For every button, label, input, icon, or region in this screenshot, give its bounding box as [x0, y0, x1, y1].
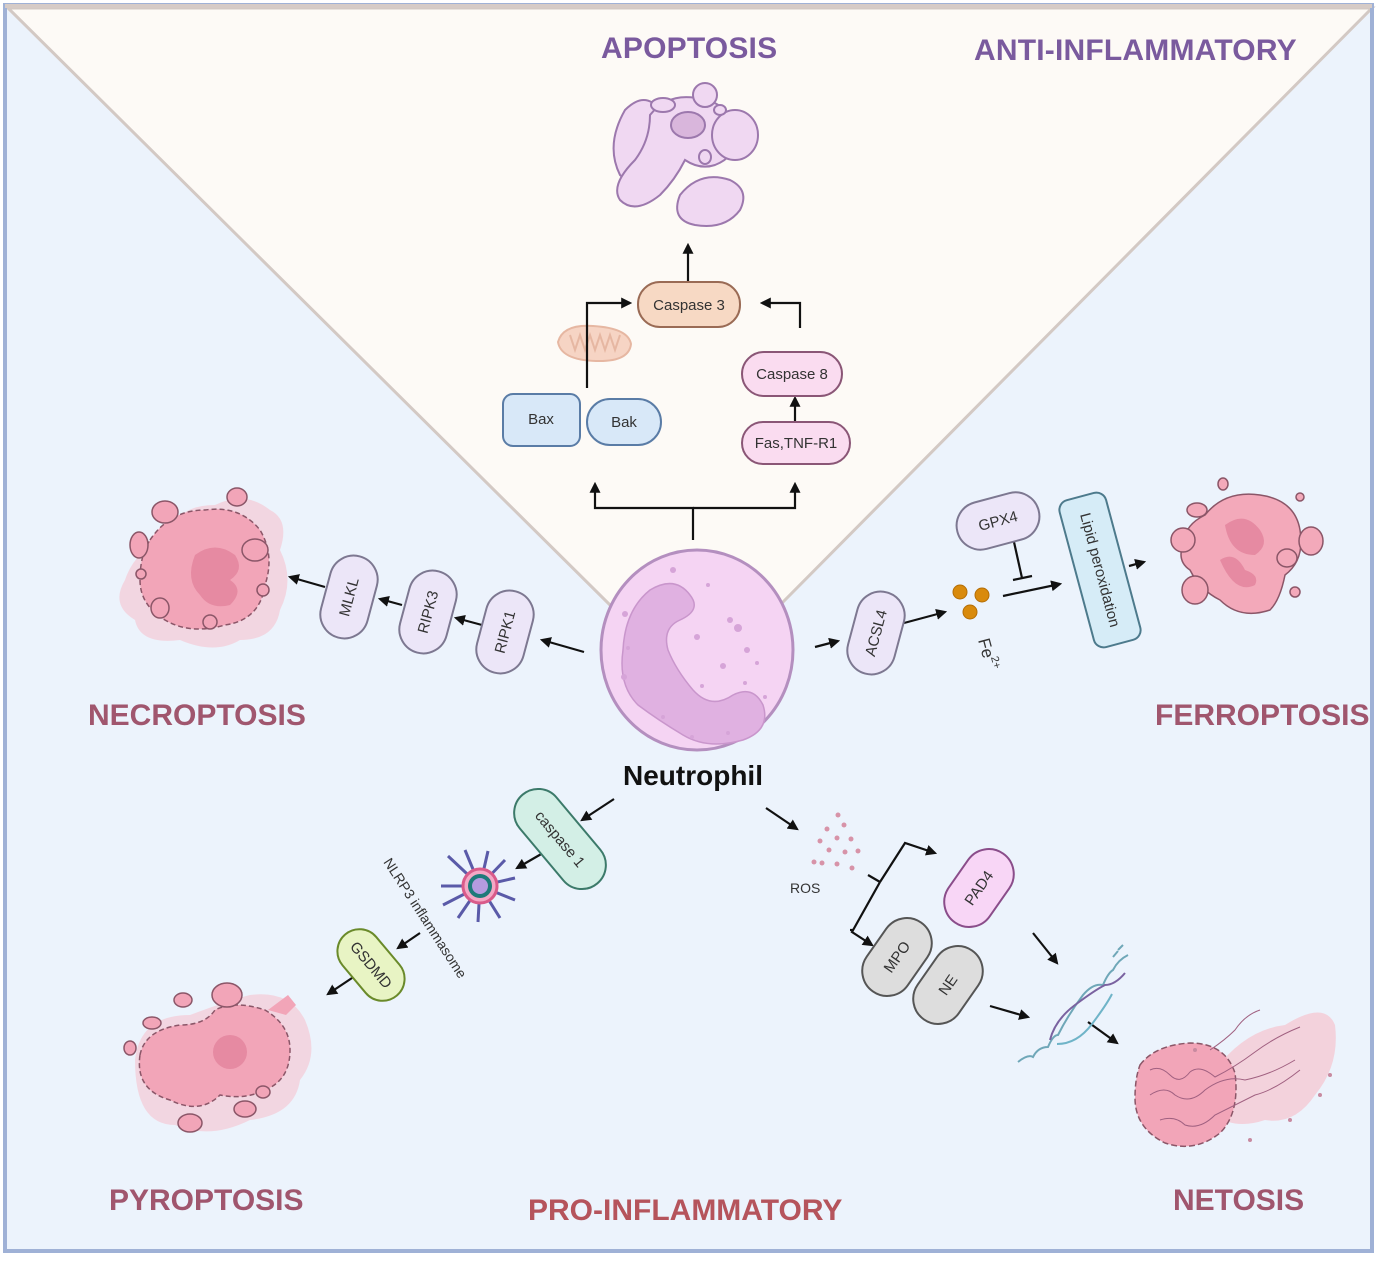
pad4-node[interactable]: PAD4 — [934, 839, 1023, 936]
pyroptosis-arrows — [326, 798, 615, 996]
neutrophil-label: Neutrophil — [623, 760, 763, 791]
iron-symbol: Fe — [974, 636, 997, 660]
apoptosis-title: APOPTOSIS — [601, 32, 778, 65]
bax-node[interactable]: Bax — [502, 393, 581, 447]
pyroptotic-cell-icon — [123, 982, 312, 1133]
ferroptosis-title: FERROPTOSIS — [1155, 699, 1370, 732]
caspase3-node[interactable]: Caspase 3 — [637, 281, 741, 328]
mpo-node[interactable]: MPO — [852, 908, 941, 1005]
bak-label: Bak — [611, 414, 637, 431]
ros-label: ROS — [790, 880, 820, 896]
ripk1-node[interactable]: RIPK1 — [471, 585, 539, 679]
iron-label: Fe 2+ — [974, 636, 1003, 670]
acsl4-node[interactable]: ACSL4 — [842, 586, 910, 680]
bax-label: Bax — [528, 411, 554, 428]
fas-tnf-node[interactable]: Fas,TNF-R1 — [741, 421, 851, 465]
anti-inflammatory-label: ANTI-INFLAMMATORY — [974, 34, 1297, 67]
caspase8-label: Caspase 8 — [756, 366, 828, 383]
necroptotic-cell-icon — [119, 487, 288, 648]
gpx4-node[interactable]: GPX4 — [951, 487, 1045, 555]
pyroptosis-title: PYROPTOSIS — [109, 1184, 304, 1217]
mitochondrion-icon — [556, 324, 633, 363]
iron-ions-icon — [952, 584, 990, 620]
pro-inflammatory-label: PRO-INFLAMMATORY — [528, 1194, 843, 1227]
apoptotic-cell-icon — [612, 82, 759, 227]
fas-tnf-label: Fas,TNF-R1 — [755, 435, 838, 452]
ferroptosis-arrows — [814, 541, 1147, 649]
dna-decondensation-icon — [1017, 944, 1129, 1063]
net-cell-icon — [1134, 1009, 1336, 1148]
caspase8-node[interactable]: Caspase 8 — [741, 351, 843, 397]
netosis-title: NETOSIS — [1173, 1184, 1305, 1217]
ne-node[interactable]: NE — [903, 936, 992, 1033]
ripk3-node[interactable]: RIPK3 — [394, 565, 462, 659]
netosis-arrows — [765, 807, 1119, 1045]
necroptosis-title: NECROPTOSIS — [88, 699, 306, 732]
caspase3-label: Caspase 3 — [653, 297, 725, 314]
bak-node[interactable]: Bak — [586, 398, 662, 446]
necroptosis-arrows — [287, 574, 585, 654]
ros-particles-icon — [811, 812, 861, 871]
nlrp3-inflammasome-icon — [441, 849, 516, 923]
mlkl-node[interactable]: MLKL — [315, 550, 383, 644]
neutrophil-cell-icon[interactable] — [599, 548, 795, 752]
apoptosis-arrows — [585, 242, 802, 540]
ferroptotic-cell-icon — [1170, 477, 1324, 615]
iron-charge: 2+ — [988, 655, 1003, 670]
